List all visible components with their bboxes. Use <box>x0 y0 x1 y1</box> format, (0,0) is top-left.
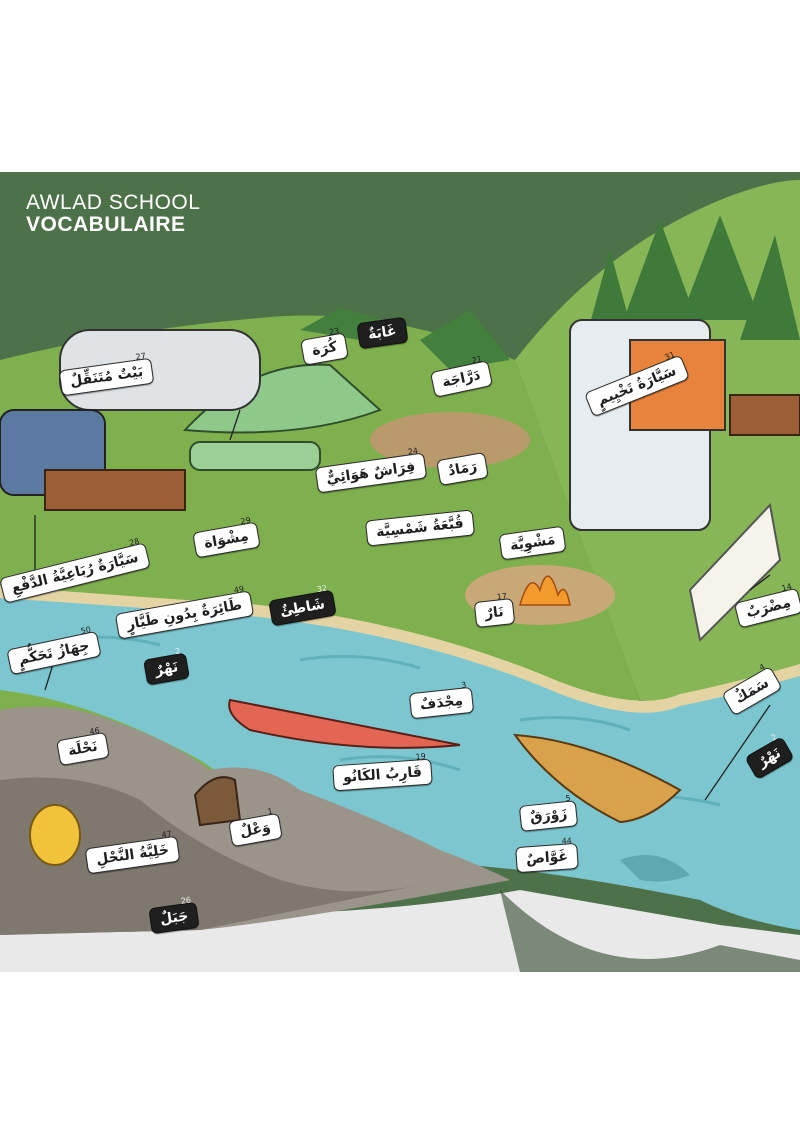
vocab-number: 5 <box>565 793 572 804</box>
vocab-number: 46 <box>88 725 101 737</box>
vocab-number: 50 <box>79 624 92 636</box>
vocab-number: 49 <box>233 584 245 595</box>
vocab-number: 19 <box>415 751 427 762</box>
diver-shape <box>620 855 690 882</box>
campfire <box>519 575 571 606</box>
vocab-word: مَشْوِيَّة <box>509 531 557 555</box>
shore <box>0 586 800 713</box>
canoe-shape <box>228 698 461 749</box>
brand-block: AWLAD SCHOOL VOCABULAIRE <box>26 191 201 237</box>
mountain-shadow <box>0 777 420 935</box>
ibex-shape <box>193 776 242 827</box>
net <box>688 502 782 643</box>
rowboat-shape <box>512 733 682 824</box>
vocab-word: قُبَّعَةُ شَمْسِيَّة <box>375 515 465 541</box>
vocab-word: رَمَادٌ <box>446 458 479 480</box>
vocab-word: نَهْرٌ <box>755 745 784 771</box>
vocab-word: دَرَّاجَة <box>440 367 482 391</box>
vocab-word: زَوْرَقٌ <box>529 806 569 826</box>
air-mattress-shape <box>189 441 321 471</box>
vocab-number: 44 <box>561 836 573 846</box>
vocab-label-fire: نَارٌ 17 <box>473 592 515 628</box>
vocab-number: 32 <box>316 583 328 595</box>
vocab-number: 23 <box>328 326 340 337</box>
vocab-word: نَارٌ <box>484 604 505 622</box>
vocab-word: نَهْرٌ <box>153 659 180 679</box>
river-ripples <box>59 635 721 807</box>
vocab-word: خَلِيَّةُ النَّحْلِ <box>95 841 171 869</box>
brand-school-name: AWLAD SCHOOL <box>26 191 201 214</box>
vocab-number: 21 <box>470 354 483 366</box>
vocab-word: بَيْتٌ مُتَنَقِّلٌ <box>69 363 145 391</box>
vocab-word: غَابَةٌ <box>367 323 398 343</box>
vocab-word: شَاطِئٌ <box>278 596 327 620</box>
vocab-number: 47 <box>160 829 173 840</box>
vocab-word: مِشْوَاة <box>202 528 250 552</box>
vocab-number: 28 <box>128 536 141 548</box>
vocab-label-diver: غَوَّاصٌ 44 <box>515 836 579 874</box>
vocab-word: جَبَلٌ <box>159 908 190 928</box>
vocab-number: 29 <box>239 515 252 527</box>
vocab-number: 27 <box>135 351 147 362</box>
book-gutter-shadow <box>500 890 800 972</box>
vocab-number: 17 <box>496 591 508 602</box>
vocab-word: نَحْلَة <box>66 738 99 760</box>
table-right <box>729 394 800 436</box>
caravan <box>59 329 261 411</box>
beehive-shape <box>29 804 81 866</box>
vocab-word: كُرَة <box>310 338 339 360</box>
picnic-table <box>44 469 186 511</box>
brand-subtitle: VOCABULAIRE <box>26 213 186 237</box>
vocab-word: مِجْدَفٌ <box>419 692 464 714</box>
vocab-word: غَوَّاصٌ <box>525 848 569 868</box>
book-bottom-edge <box>0 890 800 972</box>
vocab-number: 14 <box>780 581 793 594</box>
vocab-word: وَعْلٌ <box>238 819 272 841</box>
vocab-number: 3 <box>460 680 467 690</box>
vocab-word: قَارِبُ الكَانُو <box>342 764 423 786</box>
vocab-number: 24 <box>407 446 419 457</box>
vocab-number: 26 <box>180 895 192 906</box>
